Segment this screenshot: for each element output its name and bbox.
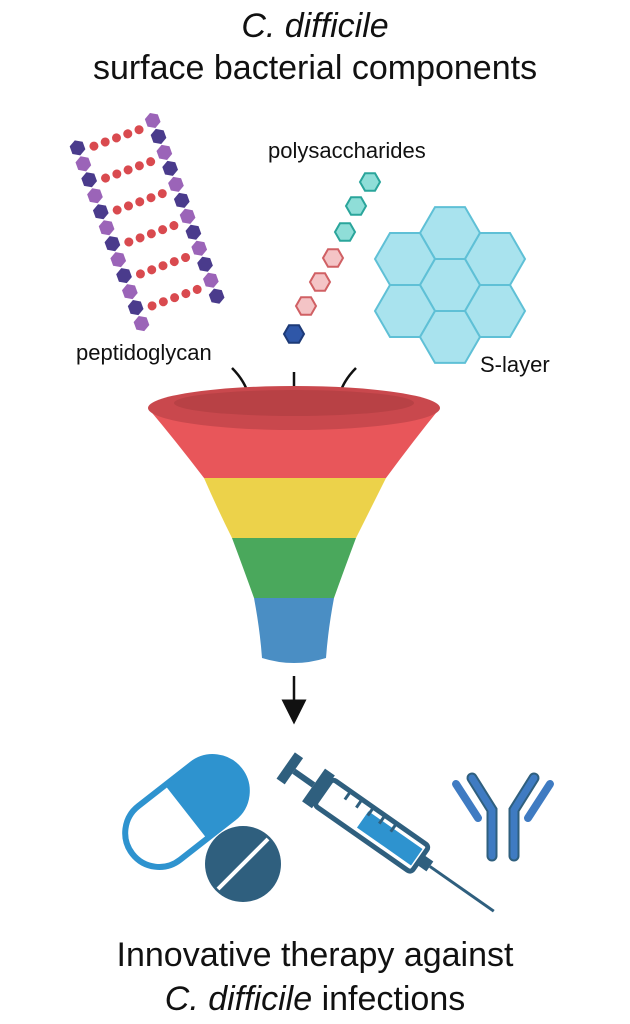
footer-organism: C. difficile: [164, 980, 313, 1018]
footer-line-2: C. difficile infections: [0, 978, 630, 1020]
sugar-unit: [358, 172, 382, 192]
capsule-pill-icon: [122, 754, 250, 870]
peptide-unit: [158, 225, 168, 235]
peptide-unit: [134, 125, 144, 135]
s-layer-icon: [373, 206, 527, 364]
sugar-unit: [321, 248, 345, 268]
peptide-unit: [135, 197, 145, 207]
glycan-unit: [168, 176, 184, 192]
peptide-unit: [124, 237, 134, 247]
peptide-unit: [192, 284, 202, 294]
peptide-unit: [169, 257, 179, 267]
peptide-unit: [158, 297, 168, 307]
peptide-unit: [170, 293, 180, 303]
peptide-unit: [135, 233, 145, 243]
glycan-unit: [144, 112, 161, 128]
glycan-unit: [81, 172, 98, 188]
peptide-unit: [181, 252, 191, 262]
glycan-unit: [173, 192, 190, 208]
glycan-unit: [122, 284, 138, 300]
label-peptidoglycan: peptidoglycan: [76, 340, 212, 365]
glycan-unit: [98, 220, 115, 236]
peptidoglycan-icon: [69, 112, 225, 332]
antibody-icon: [452, 772, 554, 862]
peptide-unit: [112, 169, 122, 179]
peptide-unit: [147, 301, 157, 311]
tablet-pill-icon: [205, 826, 281, 902]
peptide-unit: [111, 133, 121, 143]
peptide-unit: [123, 201, 133, 211]
glycan-unit: [208, 288, 225, 304]
glycan-unit: [87, 188, 103, 204]
funnel-band-blue: [254, 598, 334, 663]
sugar-unit: [294, 296, 318, 316]
peptide-unit: [134, 161, 144, 171]
glycan-unit: [150, 128, 167, 144]
glycan-unit: [133, 316, 150, 332]
peptide-unit: [89, 141, 99, 151]
glycan-unit: [185, 224, 202, 240]
glycan-unit: [197, 256, 213, 272]
peptide-unit: [123, 165, 133, 175]
sugar-unit: [344, 196, 368, 216]
glycan-unit: [110, 252, 127, 268]
peptide-unit: [112, 205, 122, 215]
peptide-unit: [169, 221, 179, 231]
peptide-unit: [146, 229, 156, 239]
funnel-band-green: [232, 538, 356, 598]
glycan-unit: [69, 140, 86, 156]
label-s-layer: S-layer: [480, 352, 550, 377]
title-subject: surface bacterial components: [92, 49, 538, 87]
funnel-icon: [148, 386, 440, 663]
label-polysaccharides: polysaccharides: [268, 138, 426, 163]
sugar-unit: [282, 324, 306, 344]
title-organism: C. difficile: [241, 7, 389, 45]
glycan-unit: [104, 236, 121, 252]
peptide-unit: [146, 193, 156, 203]
glycan-unit: [162, 160, 178, 176]
glycan-unit: [92, 204, 109, 220]
glycan-unit: [202, 272, 219, 288]
glycan-unit: [156, 144, 173, 160]
peptide-unit: [158, 261, 168, 271]
peptide-unit: [123, 129, 133, 139]
glycan-unit: [191, 240, 208, 256]
glycan-unit: [127, 300, 144, 316]
peptide-unit: [181, 289, 191, 299]
s-layer-tile: [418, 310, 482, 364]
peptide-unit: [101, 173, 111, 183]
sugar-unit: [333, 222, 357, 242]
peptide-unit: [135, 269, 145, 279]
peptide-unit: [157, 189, 167, 199]
sugar-unit: [308, 272, 332, 292]
glycan-unit: [179, 208, 196, 224]
glycan-unit: [75, 156, 92, 172]
peptide-unit: [146, 157, 156, 167]
peptide-unit: [147, 265, 157, 275]
funnel-band-yellow: [204, 478, 386, 538]
footer-infections: infections: [312, 980, 466, 1018]
glycan-unit: [116, 268, 132, 284]
syringe-icon: [276, 752, 495, 913]
peptide-unit: [100, 137, 110, 147]
polysaccharide-chain-icon: [282, 172, 382, 344]
footer-line-1: Innovative therapy against: [116, 936, 514, 974]
